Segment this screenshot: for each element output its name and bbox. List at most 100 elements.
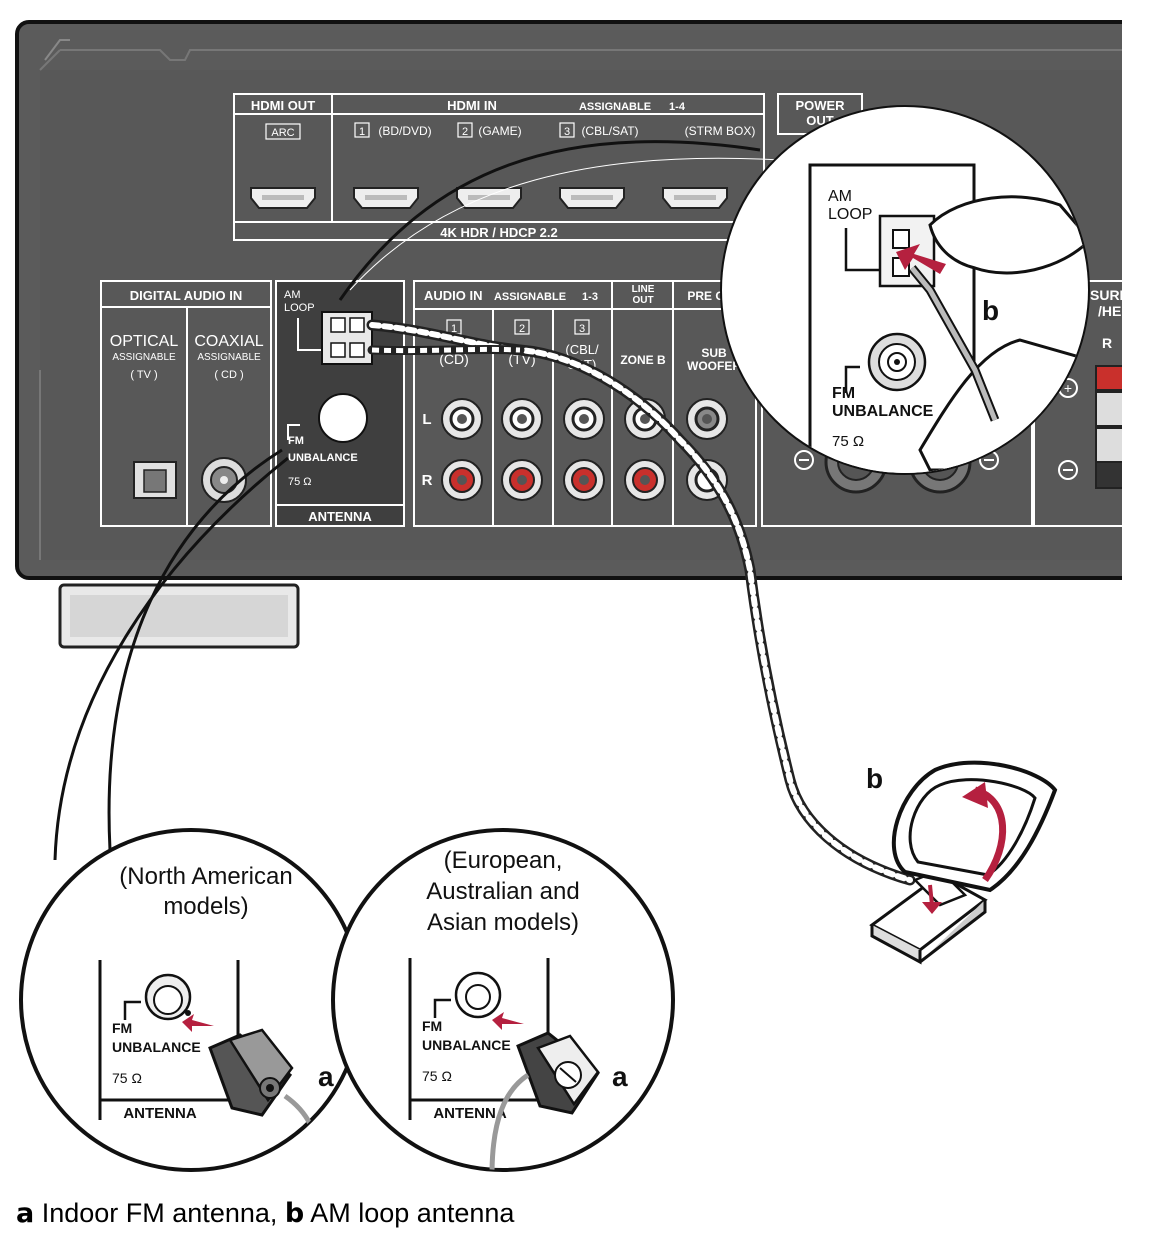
line-out-label: LINE — [632, 284, 655, 295]
na-antenna-label: ANTENNA — [123, 1105, 196, 1122]
hdmi-port — [559, 187, 625, 209]
caption-a-key: a — [16, 1198, 35, 1229]
zone-b-label: ZONE B — [620, 353, 666, 367]
fm-plug-na — [208, 1028, 323, 1170]
rca-jack-white — [563, 398, 605, 440]
svg-text:1: 1 — [451, 323, 457, 335]
optical-label: OPTICAL — [110, 333, 179, 350]
svg-text:+: + — [1064, 380, 1072, 396]
rca-jack-white — [441, 398, 483, 440]
left-channel-label: L — [422, 411, 431, 428]
eu-title: (European, — [444, 847, 563, 874]
caption-b-key: b — [284, 1198, 305, 1229]
speaker-terminal — [1095, 365, 1122, 489]
am-loop-zoom: AM LOOP FM UNBALANCE 75 Ω — [720, 105, 1090, 475]
hdmi-port — [353, 187, 419, 209]
eu-unbalance-label: UNBALANCE — [422, 1037, 511, 1053]
fm-plug-eu — [489, 1031, 600, 1170]
caption-a-text: Indoor FM antenna, — [34, 1198, 285, 1228]
hdmi-port — [662, 187, 728, 209]
hand — [928, 195, 1088, 275]
na-a-label: a — [318, 1061, 334, 1092]
right-channel-label: R — [422, 472, 433, 489]
na-ohm-label: 75 Ω — [112, 1070, 142, 1086]
na-title-2: models) — [163, 893, 248, 920]
audio-in1-label: (CD) — [439, 351, 469, 367]
eu-title-3: Asian models) — [427, 909, 579, 936]
surround-label-2: /HE — [1098, 303, 1121, 319]
woofer-label: WOOFER — [687, 359, 741, 373]
zoom-am-label: AM — [828, 188, 852, 205]
zoom-fm-label: FM — [832, 385, 855, 402]
sub-label: SUB — [701, 346, 727, 360]
hdmi-in-label: HDMI IN — [447, 98, 497, 113]
line-out-label-2: OUT — [632, 295, 653, 306]
eu-insert-arrow — [492, 1012, 524, 1030]
audio-assignable-range: 1-3 — [582, 291, 598, 303]
hdmi-assignable-range: 1-4 — [669, 101, 686, 113]
hdmi-port — [250, 187, 316, 209]
na-unbalance-label: UNBALANCE — [112, 1039, 201, 1055]
rca-jack-sub — [686, 398, 728, 440]
eu-fm-label: FM — [422, 1018, 442, 1034]
speaker-r-label: R — [1102, 335, 1112, 351]
hdmi-in1-label: (BD/DVD) — [378, 124, 431, 138]
antenna-label: ANTENNA — [308, 509, 372, 524]
hdmi-in4-label: (STRM BOX) — [685, 124, 756, 138]
insert-arrow — [896, 244, 946, 274]
zoom-ohm-label: 75 Ω — [832, 433, 864, 450]
svg-text:2: 2 — [462, 126, 468, 138]
zoom-loop-label: LOOP — [828, 206, 872, 223]
optical-assignable: ASSIGNABLE — [112, 352, 176, 363]
rca-jack-red — [563, 459, 605, 501]
zoom-unbalance-label: UNBALANCE — [832, 403, 934, 420]
optical-port — [133, 461, 177, 499]
coaxial-label: COAXIAL — [194, 333, 263, 350]
rca-jack-red — [441, 459, 483, 501]
eu-fm-jack — [454, 971, 502, 1019]
svg-text:3: 3 — [564, 126, 570, 138]
rca-jack-red — [501, 459, 543, 501]
fm-antenna-jack — [318, 393, 368, 443]
hdmi-assignable-label: ASSIGNABLE — [579, 101, 651, 113]
fm-label: FM — [288, 435, 304, 447]
callout-line — [338, 140, 761, 301]
caption-b-text: AM loop antenna — [304, 1198, 515, 1228]
rca-jack-red — [624, 459, 666, 501]
svg-text:3: 3 — [579, 323, 585, 335]
hdmi-in3-label: (CBL/SAT) — [581, 124, 638, 138]
audio-assignable-label: ASSIGNABLE — [494, 291, 566, 303]
figure-caption: a Indoor FM antenna, b AM loop antenna — [16, 1198, 1116, 1229]
eu-ohm-label: 75 Ω — [422, 1068, 452, 1084]
zoom-b-label: b — [982, 295, 999, 326]
zoom-fm-jack — [867, 332, 927, 392]
unbalance-label: UNBALANCE — [288, 452, 358, 464]
power-out-label: POWER — [795, 98, 845, 113]
antenna-block: AM LOOP FM UNBALANCE 75 Ω ANTENNA — [275, 280, 405, 527]
na-title: (North American — [119, 863, 292, 890]
coaxial-cd: ( CD ) — [214, 369, 243, 381]
callout-line — [53, 456, 289, 861]
coaxial-assignable: ASSIGNABLE — [197, 352, 261, 363]
digital-audio-in-label: DIGITAL AUDIO IN — [130, 288, 242, 303]
loop-antenna-b-label: b — [866, 763, 883, 794]
svg-text:1: 1 — [359, 126, 365, 138]
am-label: AM — [284, 289, 301, 301]
audio-in-block: AUDIO IN ASSIGNABLE 1-3 LINE OUT PRE OUT… — [413, 280, 757, 527]
eu-title-2: Australian and — [426, 878, 579, 905]
north-american-zoom: (North American models) FM UNBALANCE 75 … — [19, 828, 363, 1172]
svg-text:2: 2 — [519, 323, 525, 335]
na-insert-arrow — [182, 1014, 214, 1032]
loop-label: LOOP — [284, 302, 315, 314]
hdmi-block: HDMI OUT ARC HDMI IN ASSIGNABLE 1-4 (BD/… — [233, 93, 765, 241]
am-loop-terminal — [321, 311, 373, 365]
eu-antenna-label: ANTENNA — [433, 1105, 506, 1122]
rca-jack-white — [501, 398, 543, 440]
eu-a-label: a — [612, 1061, 628, 1092]
na-fm-jack — [144, 973, 192, 1021]
audio-in3-label: (CBL/ — [565, 342, 599, 357]
surround-label: SURR — [1090, 287, 1130, 303]
optical-tv: ( TV ) — [130, 369, 157, 381]
am-loop-cable — [366, 319, 916, 886]
